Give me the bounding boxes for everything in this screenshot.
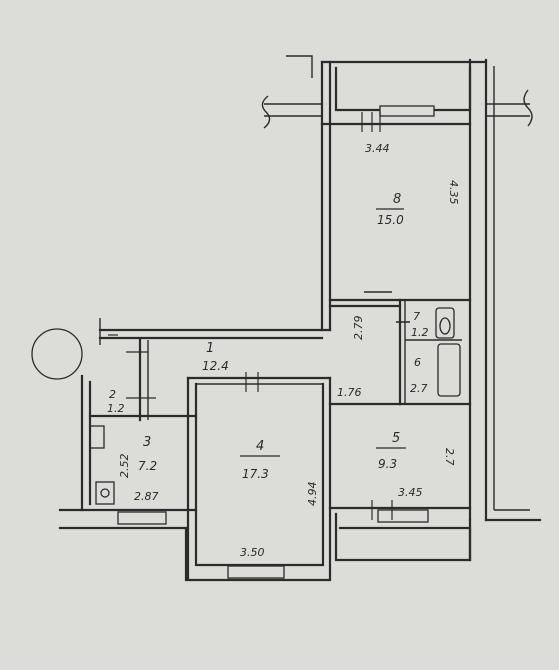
stove: [95, 481, 115, 505]
room7-area: 1.2: [411, 326, 429, 339]
room8-area: 15.0: [377, 213, 404, 227]
break-line-right: [523, 89, 533, 127]
room4-length: 4.94: [306, 482, 319, 507]
room2-number: 2: [109, 388, 116, 401]
toilet: [435, 307, 455, 339]
room6-number: 6: [414, 356, 421, 369]
kitchen-length: 2.52: [118, 454, 131, 479]
sink: [89, 425, 105, 449]
window-room4: [227, 565, 285, 579]
kitchen-width: 2.87: [134, 490, 159, 503]
windows: [117, 105, 435, 579]
wall-outer-bottom-right: [338, 526, 472, 562]
room5-width: 3.45: [398, 486, 423, 499]
room8-number: 8: [393, 192, 401, 207]
stove-burner: [100, 488, 110, 498]
room8-length: 4.35: [447, 180, 460, 205]
fixtures: [31, 307, 461, 505]
room1-number: 1: [206, 341, 214, 356]
wall-outer-bottom: [58, 526, 188, 582]
wall-room4-inner: [194, 382, 325, 567]
room3-number: 3: [143, 435, 151, 450]
toilet-bowl: [439, 317, 451, 335]
room5-number: 5: [392, 431, 400, 446]
room2-area: 1.2: [107, 402, 125, 415]
stub-top: [286, 55, 313, 78]
window-room5: [377, 509, 429, 523]
room1-area: 12.4: [202, 359, 229, 373]
door-ticks: [126, 112, 410, 520]
room4-area: 17.3: [242, 467, 269, 481]
window-room8: [379, 105, 435, 117]
wall-room4: [186, 376, 332, 582]
room4-number: 4: [256, 439, 264, 454]
compass-circle: [31, 328, 83, 380]
bathtub: [437, 343, 461, 397]
bath-length: 2.79: [352, 316, 365, 341]
room7-number: 7: [413, 310, 420, 323]
window-kitchen: [117, 511, 167, 525]
room4-width: 3.50: [240, 546, 265, 559]
break-line-left: [261, 95, 271, 129]
corridor-width: 1.76: [337, 386, 362, 399]
room8-width: 3.44: [365, 142, 390, 155]
room5-length: 2.7: [443, 448, 456, 466]
room3-area: 7.2: [138, 459, 157, 473]
room5-area: 9.3: [378, 457, 397, 471]
walls: [58, 55, 542, 582]
room-labels: 8 15.0 3.44 4.35 7 1.2 6 2.7 2.79 1 12.4…: [107, 142, 460, 559]
room6-area: 2.7: [410, 382, 428, 395]
